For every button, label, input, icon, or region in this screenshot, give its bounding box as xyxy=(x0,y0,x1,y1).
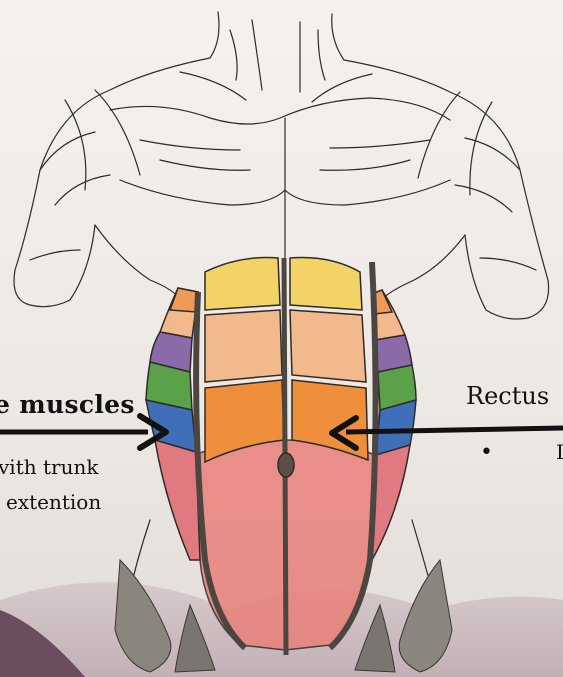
abs-block-top-right xyxy=(290,258,362,310)
right-heading: Rectus xyxy=(466,382,549,410)
right-bullet: • xyxy=(480,440,493,465)
left-heading: e muscles xyxy=(0,390,135,419)
left-description-line1: vith trunk xyxy=(0,455,98,479)
arrow-right-icon xyxy=(0,416,166,448)
right-description-fragment: I xyxy=(556,440,563,464)
abs-block-mid-left xyxy=(205,310,282,382)
abs-block-mid-right xyxy=(290,310,366,382)
oblique-left-red xyxy=(155,440,200,560)
left-description-line2: extention xyxy=(6,490,101,514)
navel xyxy=(278,453,294,477)
abs-block-top-left xyxy=(205,258,280,310)
